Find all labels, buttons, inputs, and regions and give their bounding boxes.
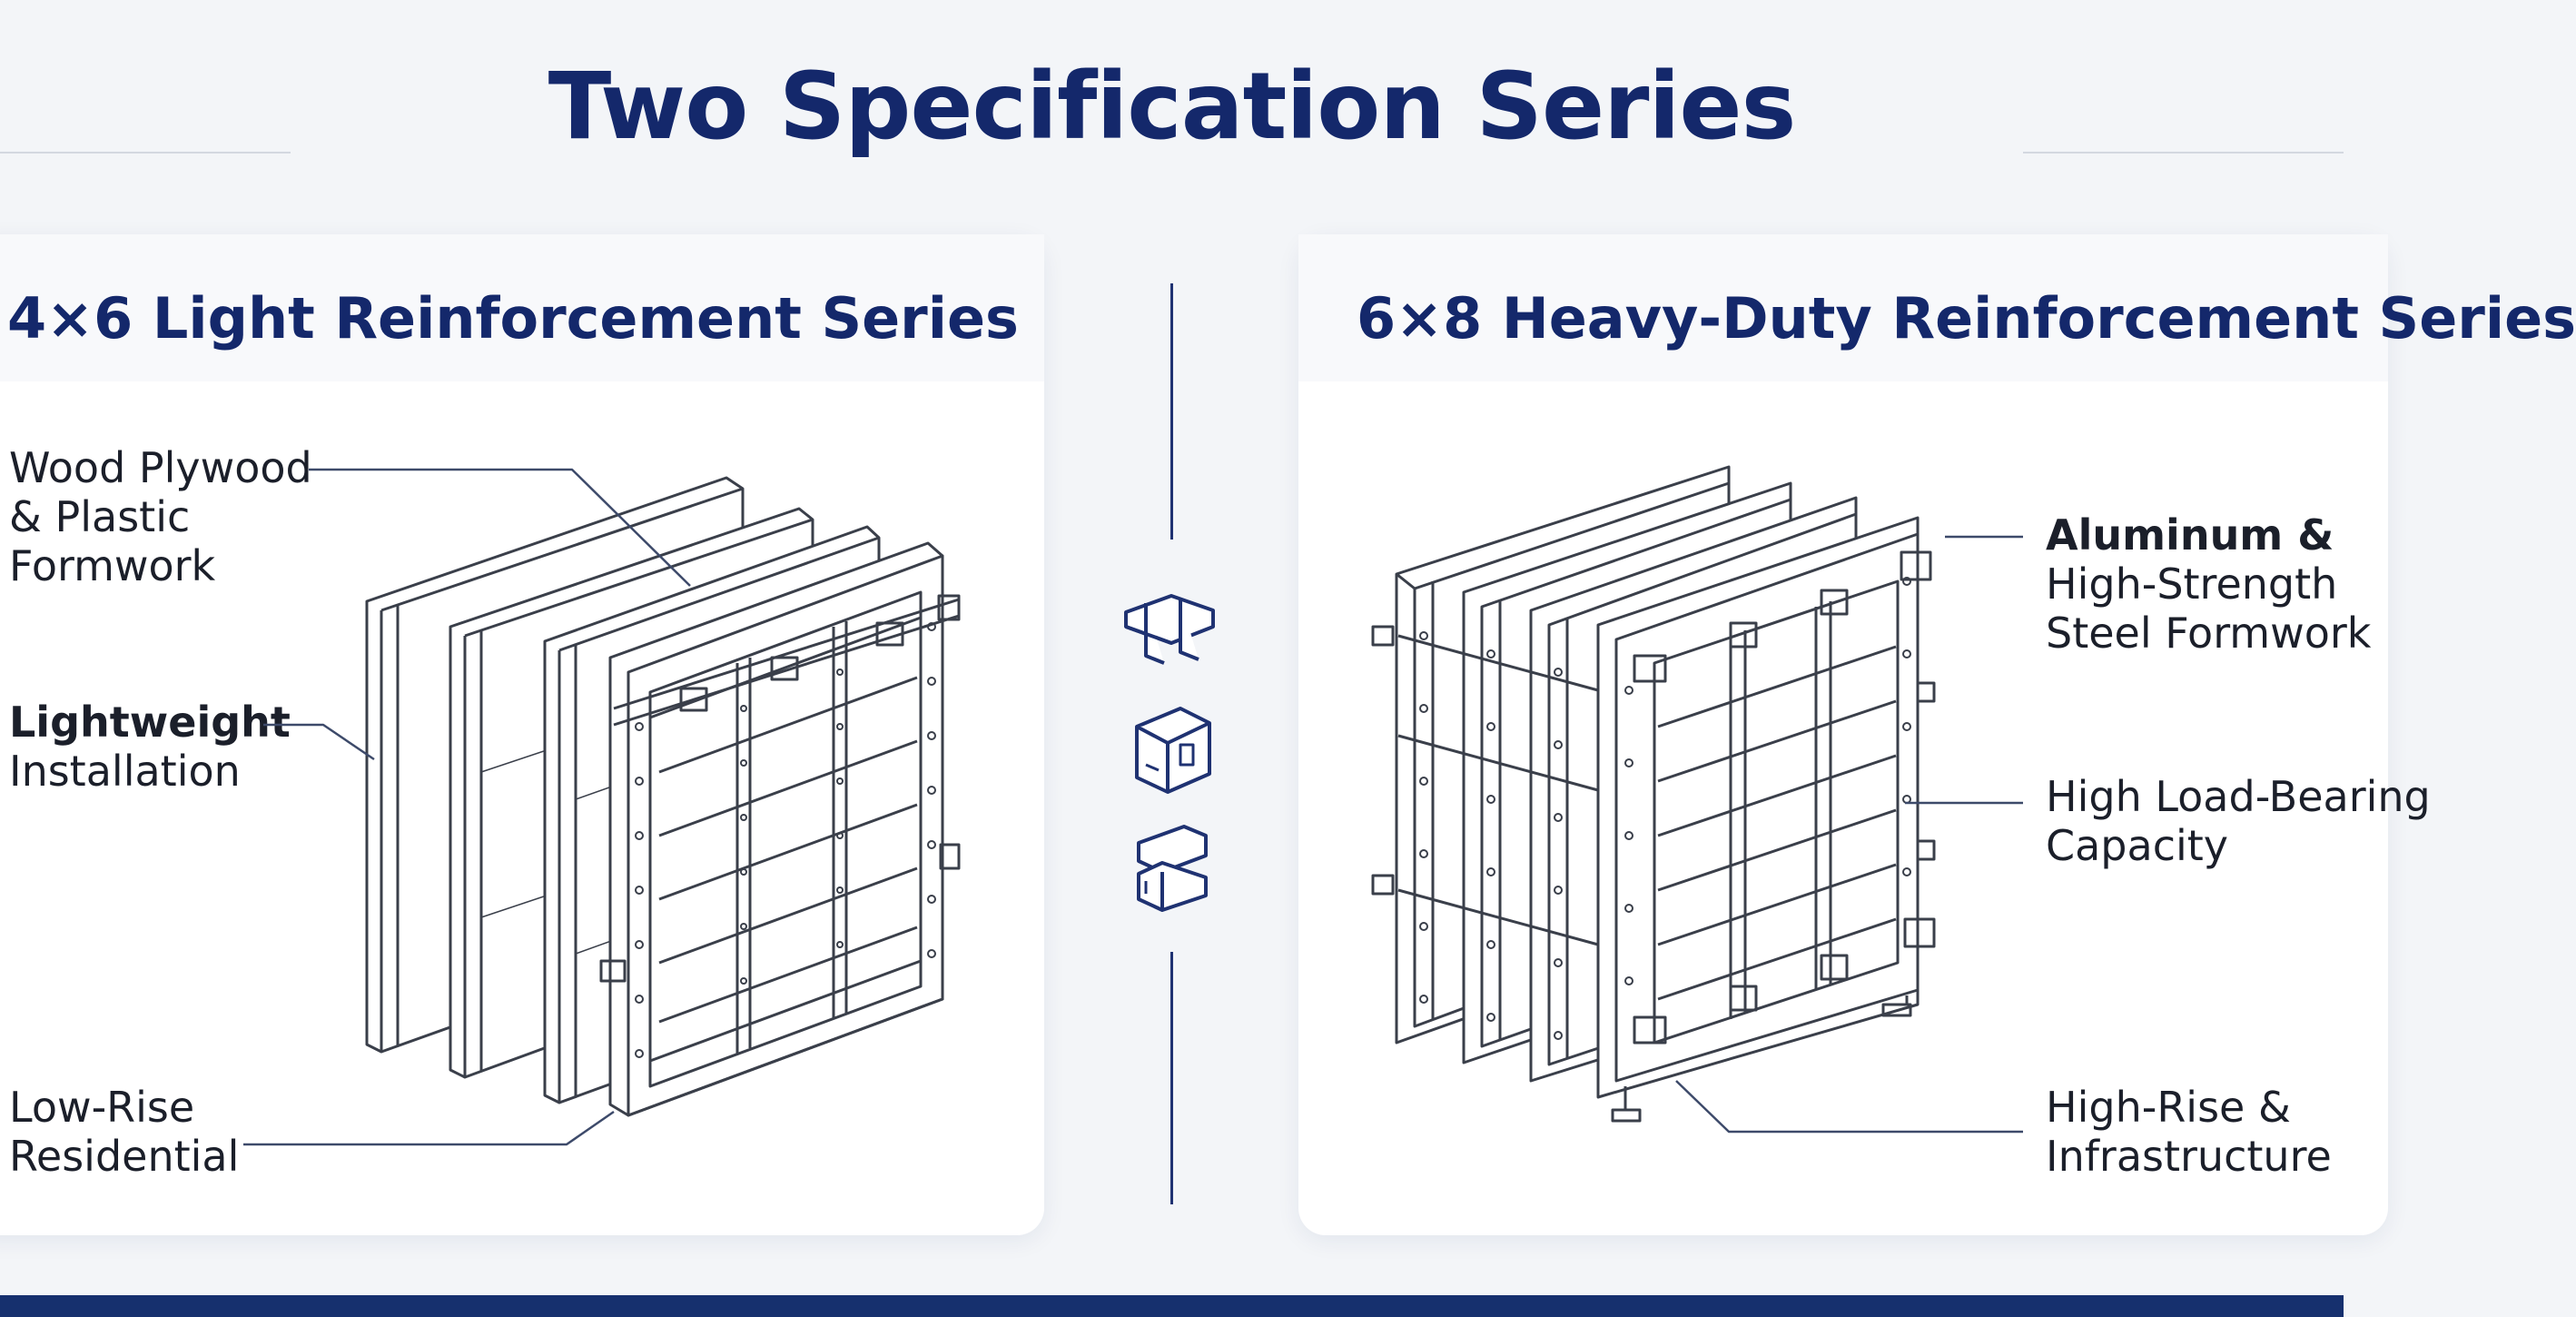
heavy-series-title: 6×8 Heavy-Duty Reinforcement Series bbox=[1357, 285, 2576, 352]
stacked-blocks-icon bbox=[1137, 825, 1208, 912]
page-title: Two Specification Series bbox=[548, 53, 1797, 161]
light-series-header: 4×6 Light Reinforcement Series bbox=[0, 234, 1044, 381]
footer-bar bbox=[0, 1295, 2344, 1317]
heavy-series-header: 6×8 Heavy-Duty Reinforcement Series bbox=[1298, 234, 2576, 381]
clamp-connector-icon bbox=[1124, 594, 1215, 665]
left-leader-lines bbox=[243, 468, 691, 1146]
light-formwork-illustration bbox=[365, 476, 961, 1117]
heavy-formwork-illustration bbox=[1371, 465, 1936, 1123]
formwork-illustrations bbox=[243, 465, 2023, 1146]
light-series-title: 4×6 Light Reinforcement Series bbox=[7, 285, 1019, 352]
label-aluminum-steel: Aluminum & High-Strength Steel Formwork bbox=[2046, 510, 2372, 658]
formwork-box-icon bbox=[1135, 707, 1211, 794]
label-lightweight: Lightweight Installation bbox=[9, 698, 291, 796]
label-load-bearing: High Load-Bearing Capacity bbox=[2046, 772, 2431, 870]
center-divider-bottom bbox=[1170, 952, 1173, 1204]
title-rule-left bbox=[0, 152, 291, 153]
center-divider-top bbox=[1170, 283, 1173, 540]
label-wood-plywood: Wood Plywood & Plastic Formwork bbox=[9, 443, 312, 590]
label-low-rise: Low-Rise Residential bbox=[9, 1083, 240, 1181]
right-leader-lines bbox=[1675, 535, 2023, 1134]
label-high-rise: High-Rise & Infrastructure bbox=[2046, 1083, 2332, 1181]
title-rule-right bbox=[2023, 152, 2344, 153]
